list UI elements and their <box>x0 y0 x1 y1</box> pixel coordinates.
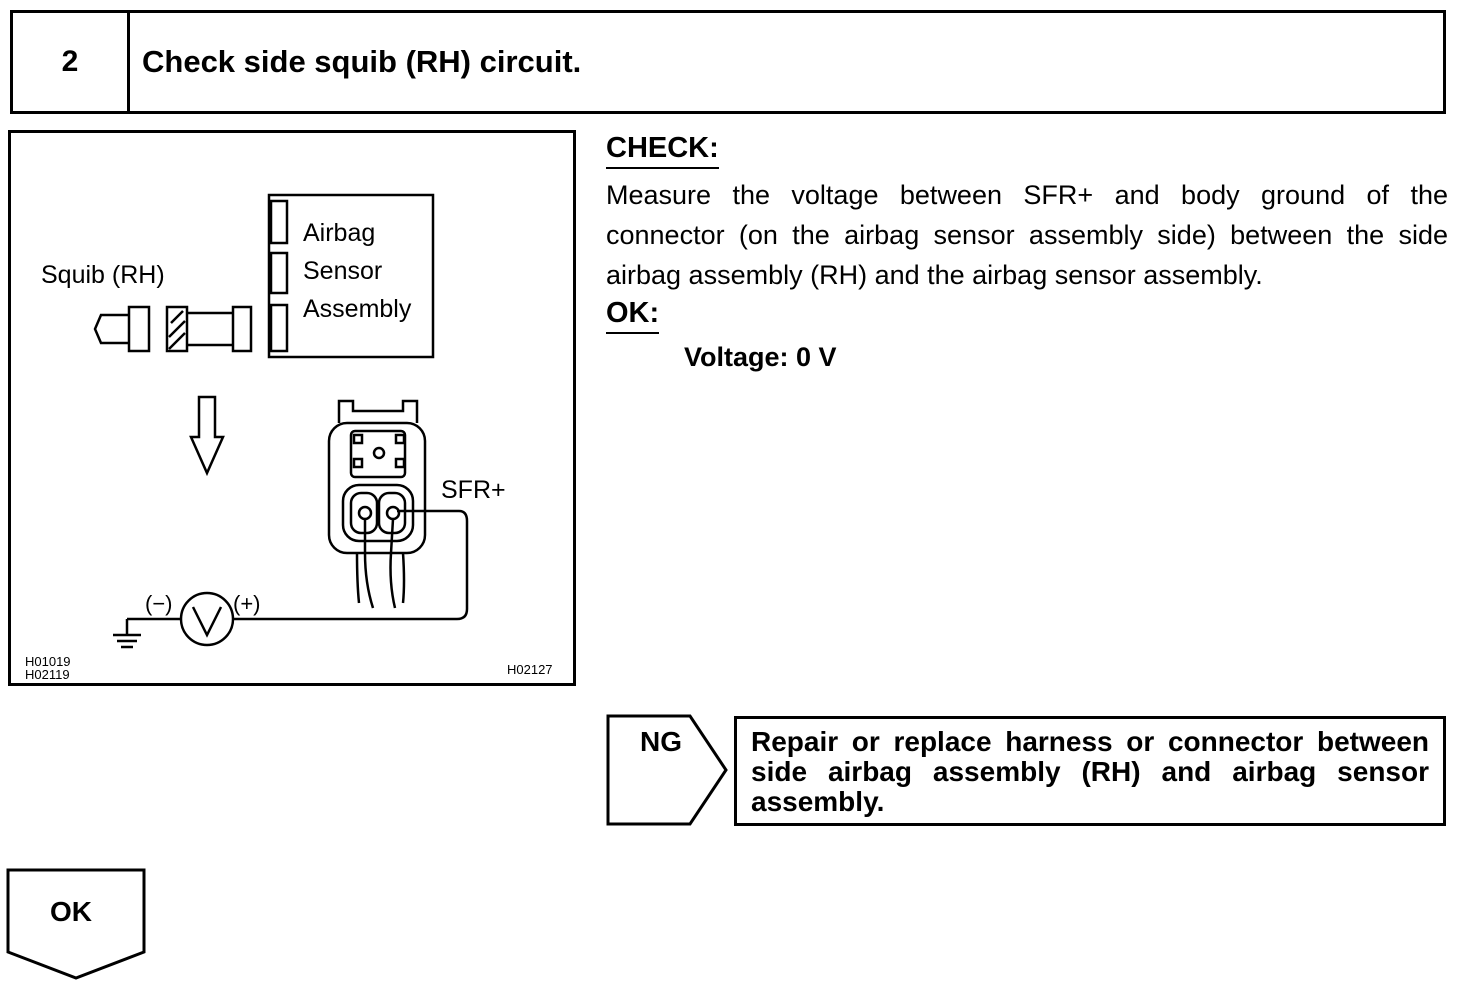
sensor-label-line-3: Assembly <box>303 295 412 323</box>
down-arrow-icon <box>189 395 225 477</box>
step-header: 2 Check side squib (RH) circuit. <box>10 10 1446 114</box>
sensor-label-line-2: Sensor <box>303 257 383 285</box>
figure-code-left-2: H02119 <box>25 667 70 682</box>
sensor-assembly-icon <box>267 193 435 359</box>
meter-symbol: V <box>197 607 214 633</box>
ng-repair-action: Repair or replace harness or connector b… <box>734 716 1446 826</box>
squib-connector-icon <box>93 305 253 353</box>
check-text: Measure the voltage between SFR+ and bod… <box>606 180 1448 290</box>
wiring-figure: Squib (RH) Airbag Sensor Assembly SFR+ (… <box>8 130 576 686</box>
squib-label: Squib (RH) <box>41 261 165 289</box>
figure-code-left-1: H01019 <box>25 654 71 669</box>
terminal-label: SFR+ <box>441 476 506 504</box>
ng-label: NG <box>640 726 682 757</box>
check-heading: CHECK: <box>606 132 719 169</box>
voltmeter-wiring <box>113 509 469 649</box>
meter-plus-label: (+) <box>233 591 261 616</box>
ng-arrow-shape <box>606 714 728 826</box>
connector-icon <box>327 399 427 609</box>
step-title: Check side squib (RH) circuit. <box>142 44 582 79</box>
ok-label: OK <box>50 896 92 927</box>
step-number: 2 <box>13 13 130 111</box>
ok-voltage-value: Voltage: 0 V <box>684 342 837 372</box>
ok-branch-box: OK <box>6 868 146 980</box>
meter-minus-label: (−) <box>145 591 173 616</box>
ng-branch-box: NG <box>606 714 730 826</box>
sensor-label-line-1: Airbag <box>303 219 376 247</box>
ok-heading: OK: <box>606 297 660 334</box>
figure-code-right: H02127 <box>507 662 553 677</box>
ok-arrow-shape <box>6 868 146 980</box>
check-section: CHECK: Measure the voltage between SFR+ … <box>606 132 1448 373</box>
wiring-diagram <box>93 193 469 649</box>
